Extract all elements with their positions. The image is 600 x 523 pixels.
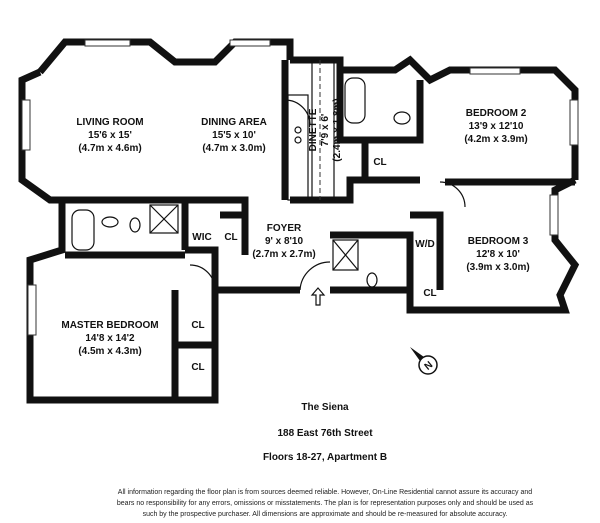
room-foyer: FOYER 9' x 8'10 (2.7m x 2.7m) (252, 223, 315, 260)
room-name: DINING AREA (201, 117, 267, 128)
room-metric: (4.7m x 4.6m) (78, 143, 141, 154)
room-metric: (3.9m x 3.0m) (466, 262, 529, 273)
closet-label: CL (224, 232, 237, 243)
closet-label: CL (423, 288, 436, 299)
building-address: 188 East 76th Street (277, 428, 373, 439)
room-dimensions: 9' x 8'10 (265, 236, 304, 247)
apartment-unit: Floors 18-27, Apartment B (262, 452, 388, 463)
walk-in-closet-label: WIC (192, 232, 211, 243)
closet-label: CL (191, 362, 204, 373)
room-name: FOYER (267, 223, 302, 234)
room-dining: DINING AREA 15'5 x 10' (4.7m x 3.0m) (201, 117, 267, 154)
doors (189, 99, 466, 291)
room-metric: (4.7m x 3.0m) (202, 143, 265, 154)
room-bedroom-2: BEDROOM 2 13'9 x 12'10 (4.2m x 3.9m) (464, 108, 527, 145)
room-metric: (4.2m x 3.9m) (464, 134, 527, 145)
room-metric: (2.4m x 1.8m) (332, 98, 343, 161)
washer-dryer-label: W/D (415, 239, 434, 250)
building-name: The Siena (301, 402, 349, 413)
room-dimensions: 12'8 x 10' (476, 249, 520, 260)
room-metric: (4.5m x 4.3m) (78, 346, 141, 357)
closet-label: CL (191, 320, 204, 331)
room-name: MASTER BEDROOM (61, 320, 158, 331)
room-dimensions: 15'5 x 10' (212, 130, 256, 141)
kitchen-counter (287, 59, 335, 201)
room-dimensions: 7'9 x 6' (320, 114, 331, 147)
windows (21, 39, 579, 336)
disclaimer: All information regarding the floor plan… (116, 489, 534, 518)
room-name: BEDROOM 2 (466, 108, 527, 119)
closet-label: CL (373, 157, 386, 168)
bath-fixtures (71, 77, 411, 288)
entry-arrow-icon (310, 287, 326, 306)
room-dimensions: 14'8 x 14'2 (85, 333, 135, 344)
room-living: LIVING ROOM 15'6 x 15' (4.7m x 4.6m) (76, 117, 143, 154)
interior-walls (62, 60, 575, 400)
room-dinette: DINETTE 7'9 x 6' (2.4m x 1.8m) (308, 98, 343, 161)
room-metric: (2.7m x 2.7m) (252, 249, 315, 260)
room-master-bedroom: MASTER BEDROOM 14'8 x 14'2 (4.5m x 4.3m) (61, 320, 158, 357)
room-bedroom-3: BEDROOM 3 12'8 x 10' (3.9m x 3.0m) (466, 236, 529, 273)
room-name: LIVING ROOM (76, 117, 143, 128)
compass-icon: N (410, 347, 446, 383)
room-name: BEDROOM 3 (468, 236, 529, 247)
room-dimensions: 13'9 x 12'10 (469, 121, 524, 132)
closet-labels: CL CL WIC W/D CL CL CL (191, 157, 436, 373)
room-dimensions: 15'6 x 15' (88, 130, 132, 141)
room-name: DINETTE (308, 108, 319, 151)
